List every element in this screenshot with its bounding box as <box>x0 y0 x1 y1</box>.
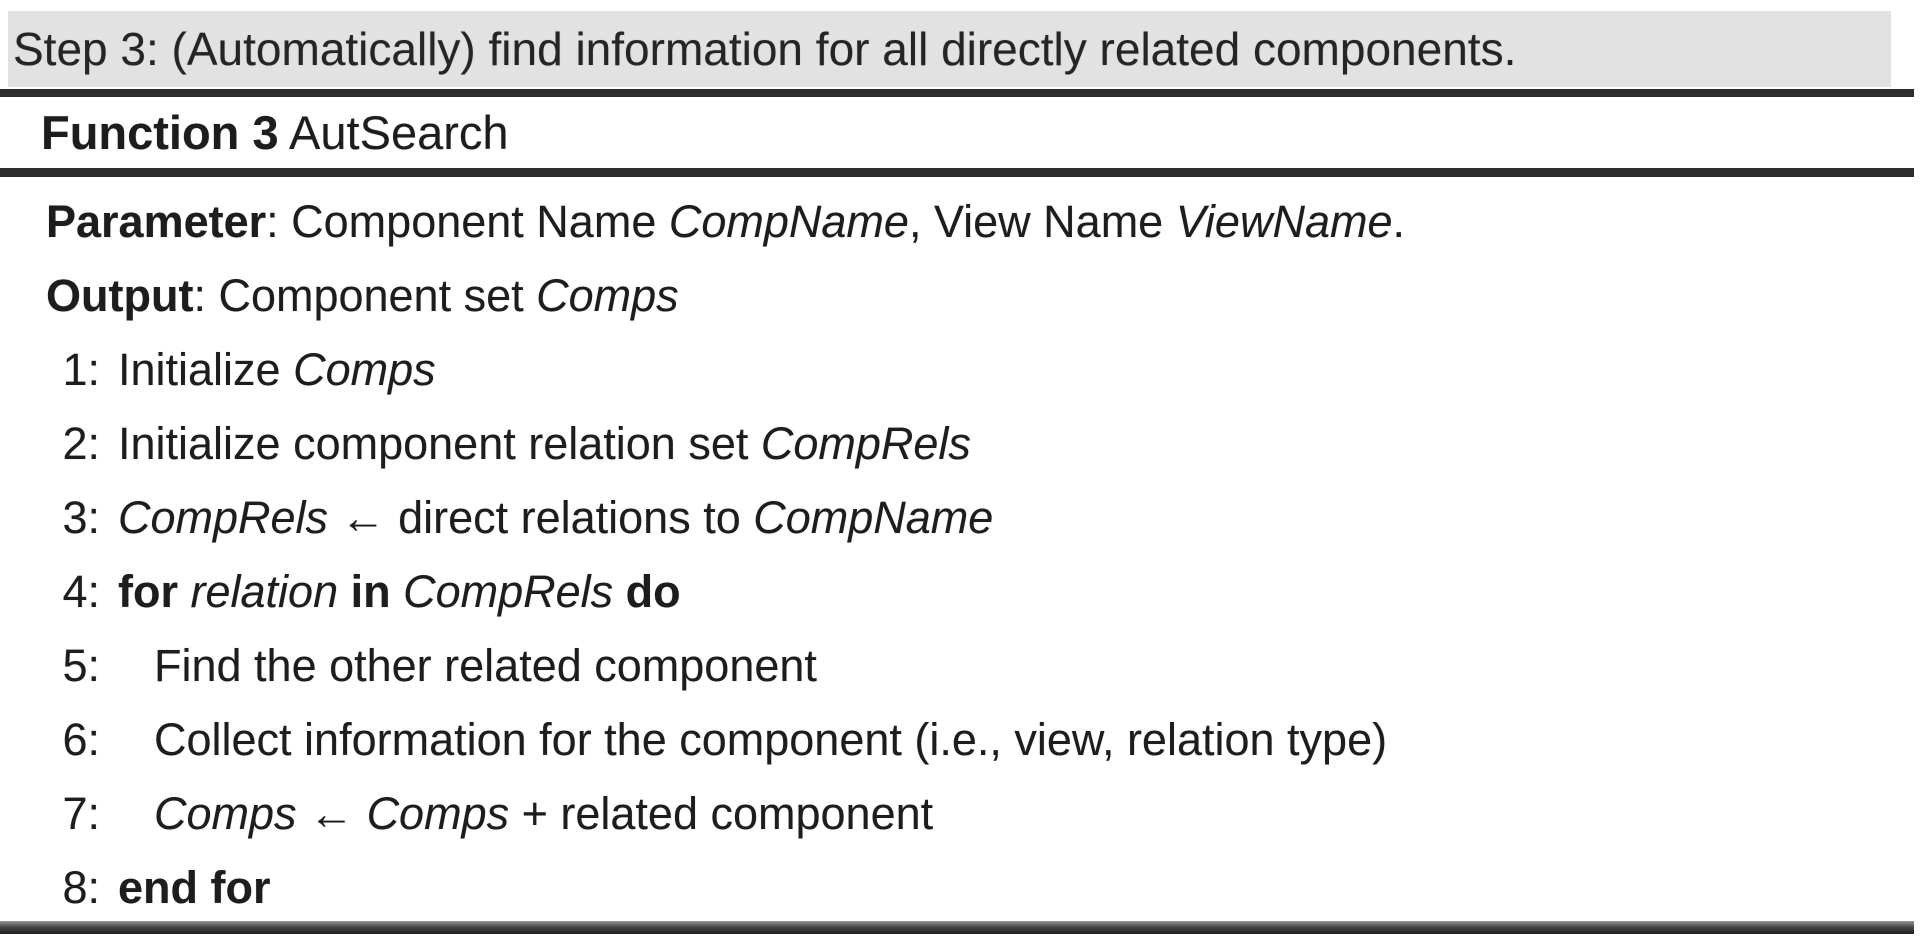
text-segment: , View Name <box>908 196 1176 247</box>
line-text: Initialize Comps <box>118 333 436 407</box>
line-number: 5: <box>62 640 100 691</box>
text-segment: CompRels <box>403 566 614 617</box>
text-segment: AutSearch <box>278 106 509 159</box>
divider-middle <box>0 168 1914 177</box>
text-segment: Comps <box>366 788 510 839</box>
text-segment: Function 3 <box>41 106 279 159</box>
text-segment: end for <box>118 862 271 913</box>
step-caption-text: Step 3: (Automatically) find information… <box>13 23 1517 75</box>
code-line: 6: Collect information for the component … <box>0 703 1928 777</box>
text-segment: Comps <box>154 788 297 839</box>
line-text: end for <box>118 851 271 925</box>
parameter-line: Parameter: Component Name CompName, View… <box>0 185 1928 259</box>
divider-top <box>0 89 1914 97</box>
text-segment: CompName <box>753 492 994 543</box>
code-line: 1: Initialize Comps <box>0 333 1928 407</box>
text-segment: ← direct relations to <box>328 492 754 543</box>
code-line: 8: end for <box>0 851 1928 925</box>
line-number: 8: <box>62 862 100 913</box>
text-segment: CompRels <box>760 418 971 469</box>
code-lines: 1: Initialize Comps 2: Initialize component… <box>0 333 1928 925</box>
text-segment: CompRels <box>118 492 329 543</box>
text-segment: : Component Name <box>266 196 669 247</box>
line-text: Find the other related component <box>118 629 817 703</box>
text-segment: relation <box>190 566 339 617</box>
code-line: 3: CompRels ← direct relations to CompNam… <box>0 481 1928 555</box>
text-segment: do <box>613 566 681 617</box>
text-segment: Initialize component relation set <box>118 418 761 469</box>
text-segment: ViewName <box>1175 196 1393 247</box>
text-segment: for <box>118 566 191 617</box>
line-text: for relation in CompRels do <box>118 555 681 629</box>
line-number: 6: <box>62 714 100 765</box>
code-line: 5: Find the other related component <box>0 629 1928 703</box>
line-text: Collect information for the component (i… <box>118 703 1387 777</box>
output-line: Output: Component set Comps <box>0 259 1928 333</box>
text-segment: Find the other related component <box>154 640 817 691</box>
text-segment: Initialize <box>118 344 294 395</box>
text-segment: : Component set <box>193 270 537 321</box>
line-text: CompRels ← direct relations to CompName <box>118 481 993 555</box>
text-segment: Collect information for the component (i… <box>154 714 1388 765</box>
divider-bottom <box>0 921 1914 934</box>
text-segment: Parameter <box>46 196 267 247</box>
code-line: 4: for relation in CompRels do <box>0 555 1928 629</box>
text-segment: Output <box>46 270 194 321</box>
text-segment: ← <box>296 788 367 839</box>
text-segment: Comps <box>293 344 436 395</box>
line-text: Comps ← Comps + related component <box>118 777 933 851</box>
algorithm-title: Function 3 AutSearch <box>0 97 509 168</box>
line-number: 3: <box>62 492 100 543</box>
text-segment: Comps <box>536 270 679 321</box>
text-segment: CompName <box>668 196 909 247</box>
line-number: 7: <box>62 788 100 839</box>
code-line: 7: Comps ← Comps + related component <box>0 777 1928 851</box>
line-number: 2: <box>62 418 100 469</box>
text-segment: in <box>338 566 404 617</box>
step-caption-bar: Step 3: (Automatically) find information… <box>8 11 1891 87</box>
line-text: Initialize component relation set CompRe… <box>118 407 971 481</box>
algorithm-body: Parameter: Component Name CompName, View… <box>0 177 1928 925</box>
text-segment: . <box>1392 196 1405 247</box>
line-number: 1: <box>62 344 100 395</box>
line-number: 4: <box>62 566 100 617</box>
text-segment: + related component <box>509 788 934 839</box>
code-line: 2: Initialize component relation set Comp… <box>0 407 1928 481</box>
